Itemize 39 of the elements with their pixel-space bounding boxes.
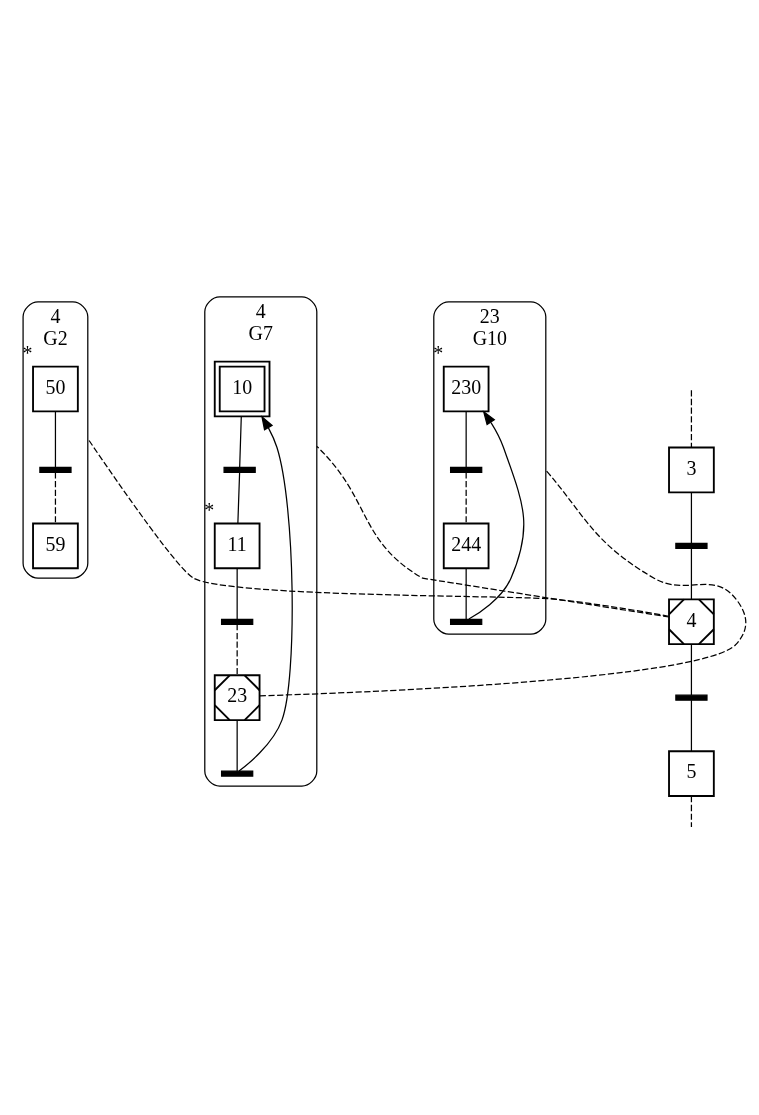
connector [465, 411, 467, 468]
connector [87, 438, 670, 617]
arrow [238, 415, 293, 772]
connector [316, 445, 670, 618]
node-bar [675, 694, 708, 701]
connector [465, 567, 467, 620]
connector [690, 389, 693, 449]
connector [237, 471, 241, 524]
node-box: 10 [213, 360, 271, 418]
connector [259, 469, 747, 697]
node-box: 244 [442, 522, 490, 570]
connector [690, 699, 693, 752]
arrow [468, 410, 525, 620]
node-bar [220, 770, 254, 777]
connector [465, 471, 467, 524]
connector [239, 416, 242, 468]
connector [690, 547, 693, 600]
node-box: 59 [32, 522, 79, 570]
connector [236, 567, 238, 620]
connector [54, 471, 57, 524]
connector [690, 491, 693, 544]
node-box: 230 [442, 365, 490, 413]
node-bar [450, 618, 483, 625]
node-box: 5 [668, 750, 715, 797]
node-bar [223, 466, 256, 474]
node-bar [675, 542, 708, 549]
connector [690, 795, 693, 828]
connector [690, 643, 693, 696]
node-box: 50 [32, 365, 79, 413]
node-bar [450, 466, 483, 474]
connector [54, 411, 57, 468]
node-box: 3 [668, 446, 715, 494]
node-label: * [433, 342, 444, 365]
node-box: 11 [213, 522, 261, 570]
node-bar [39, 466, 72, 474]
node-label: * [204, 498, 215, 521]
connector [236, 623, 238, 676]
node-bar [220, 618, 254, 625]
connector [236, 719, 238, 772]
